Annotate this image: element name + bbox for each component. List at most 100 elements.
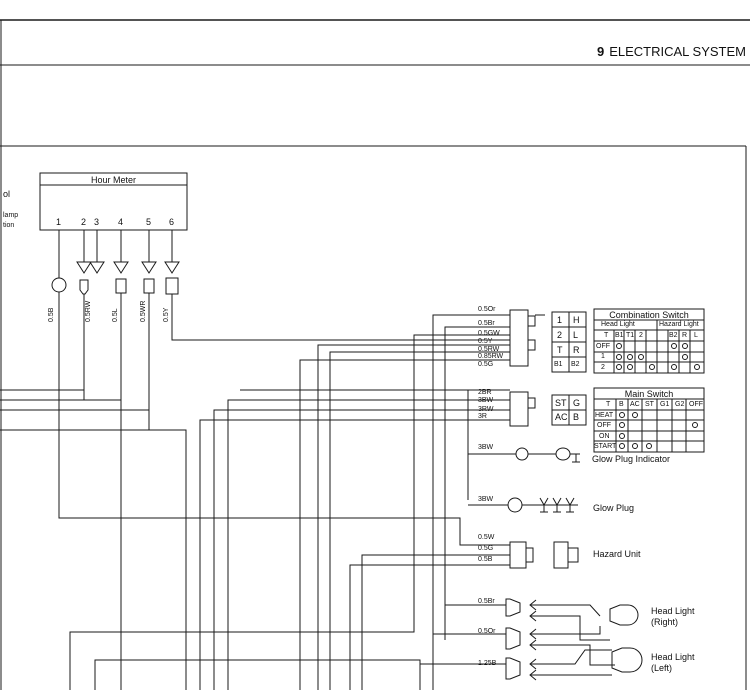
main-col-ST: ST	[645, 401, 654, 408]
combination-connector-plug	[509, 309, 529, 367]
main-connector-plug	[509, 391, 529, 427]
glow-plug-label: Glow Plug	[593, 503, 635, 513]
pin6-connector-arrow	[164, 261, 180, 274]
combination-col-B2: B2	[669, 332, 678, 339]
wire-label-0-5RW: 0.5RW	[85, 300, 92, 322]
hour-meter-pin-6: 6	[169, 217, 175, 227]
head-light-left-connector	[505, 657, 521, 680]
left-fragment-2: lamp	[3, 212, 19, 219]
hazard-connector-tab	[525, 547, 534, 563]
left-fragment-1: ol	[3, 189, 11, 199]
combination-col-T: T	[604, 332, 609, 339]
main-terminal-B: B	[573, 412, 580, 422]
hour-meter-pin-2: 2	[81, 217, 87, 227]
head-light-right-label-2: (Right)	[651, 617, 679, 627]
combo-terminal-B2: B2	[571, 361, 580, 368]
head-light-left-label-2: (Left)	[651, 663, 673, 673]
main-col-G1: G1	[660, 401, 670, 408]
combo-wire-0-5Y: 0.5Y	[478, 338, 493, 345]
head-light-right-arrow-1	[529, 599, 545, 611]
combination-col-L: L	[694, 332, 698, 339]
head-light-0-5Or-wire-label: 0.5Or	[478, 628, 496, 635]
glow-plug-connector	[507, 497, 523, 513]
main-wire-3R: 3R	[478, 413, 487, 420]
main-row-START: START	[594, 443, 617, 450]
main-row-HEAT: HEAT	[595, 412, 614, 419]
wire-label-0-5Y: 0.5Y	[163, 307, 170, 322]
main-terminal-G: G	[573, 398, 581, 408]
hour-meter-pin-1: 1	[56, 217, 62, 227]
combo-wire-0-5G: 0.5G	[478, 361, 494, 368]
combo-terminal-B1: B1	[554, 361, 563, 368]
glow-indicator-symbol	[555, 447, 571, 461]
hazard-unit-label: Hazard Unit	[593, 549, 641, 559]
glow-plug-wire-label: 3BW	[478, 496, 494, 503]
combo-terminal-R: R	[573, 345, 580, 355]
pin2-connector-arrow	[76, 261, 92, 274]
combo-terminal-2: 2	[557, 330, 563, 340]
combination-switch-title: Combination Switch	[609, 310, 689, 320]
combo-terminal-1: 1	[557, 315, 563, 325]
hour-meter-title: Hour Meter	[90, 175, 136, 185]
glow-indicator-lamp	[515, 447, 529, 461]
hazard-unit-tab	[567, 547, 579, 563]
head-light-left-label-1: Head Light	[651, 652, 695, 662]
main-col-OFF: OFF	[689, 401, 703, 408]
main-terminal-ST: ST	[555, 398, 567, 408]
combo-wire-0-85RW: 0.85RW	[478, 353, 504, 360]
main-terminal-AC: AC	[555, 412, 568, 422]
wire-label-0-5B: 0.5B	[48, 307, 55, 322]
combination-row-1: 1	[601, 353, 605, 360]
head-light-right-arrow-2	[529, 610, 545, 622]
combination-group-hazard-light: Hazard Light	[659, 321, 699, 328]
pin1-ground-symbol	[51, 277, 67, 293]
head-light-left-bulb	[611, 647, 643, 673]
combination-connector-tab-2	[527, 339, 536, 351]
trunk-0-5G	[299, 359, 510, 690]
chapter-title: ELECTRICAL SYSTEM	[609, 44, 746, 59]
pin3-connector-arrow	[89, 261, 105, 274]
combination-switch-contacts	[616, 343, 700, 370]
hazard-wire-0-5G: 0.5G	[478, 545, 494, 552]
trunk-3RW	[213, 409, 510, 690]
pin4-terminal	[115, 278, 127, 294]
combination-connector-tab-1	[527, 315, 536, 327]
wire-0-5B-hazard	[58, 292, 510, 546]
combo-terminal-H: H	[573, 315, 580, 325]
combo-terminal-L: L	[573, 330, 579, 340]
main-col-B: B	[619, 401, 624, 408]
main-wire-3BW: 3BW	[478, 397, 494, 404]
trunk-0-85RW	[317, 344, 510, 690]
combination-col-B1: B1	[615, 332, 624, 339]
trunk-hazard-0-5G	[361, 554, 510, 690]
trunk-3R	[199, 419, 510, 690]
combo-wire-0-5GW: 0.5GW	[478, 330, 500, 337]
head-light-right-label-1: Head Light	[651, 606, 695, 616]
main-row-ON: ON	[599, 433, 610, 440]
combination-row-OFF: OFF	[596, 343, 610, 350]
head-light-0-5Or-connector	[505, 627, 521, 650]
main-col-G2: G2	[675, 401, 685, 408]
bus-line-4	[0, 429, 187, 690]
main-wire-3RW: 3RW	[478, 406, 494, 413]
combo-wire-0-5Br: 0.5Br	[478, 320, 495, 327]
head-light-right-connector	[505, 598, 521, 617]
hour-meter-pin-4: 4	[118, 217, 124, 227]
head-light-right-bulb	[609, 604, 639, 626]
combination-col-R: R	[682, 332, 688, 339]
hazard-wire-0-5W: 0.5W	[478, 534, 495, 541]
main-row-OFF: OFF	[597, 422, 611, 429]
glow-plug-indicator-label: Glow Plug Indicator	[592, 454, 671, 464]
combo-wire-0-5Or: 0.5Or	[478, 306, 496, 313]
pin4-connector-arrow	[113, 261, 129, 274]
pin2-terminal	[79, 279, 89, 295]
glow-indicator-wire-label: 3BW	[478, 444, 494, 451]
main-col-AC: AC	[630, 401, 640, 408]
hour-meter-pin-5: 5	[146, 217, 152, 227]
combination-group-head-light: Head Light	[601, 321, 635, 328]
chapter-number: 9	[596, 44, 605, 59]
glow-plug-elements	[539, 497, 575, 513]
trunk-0-5GW	[69, 334, 510, 690]
combination-row-2: 2	[601, 364, 605, 371]
